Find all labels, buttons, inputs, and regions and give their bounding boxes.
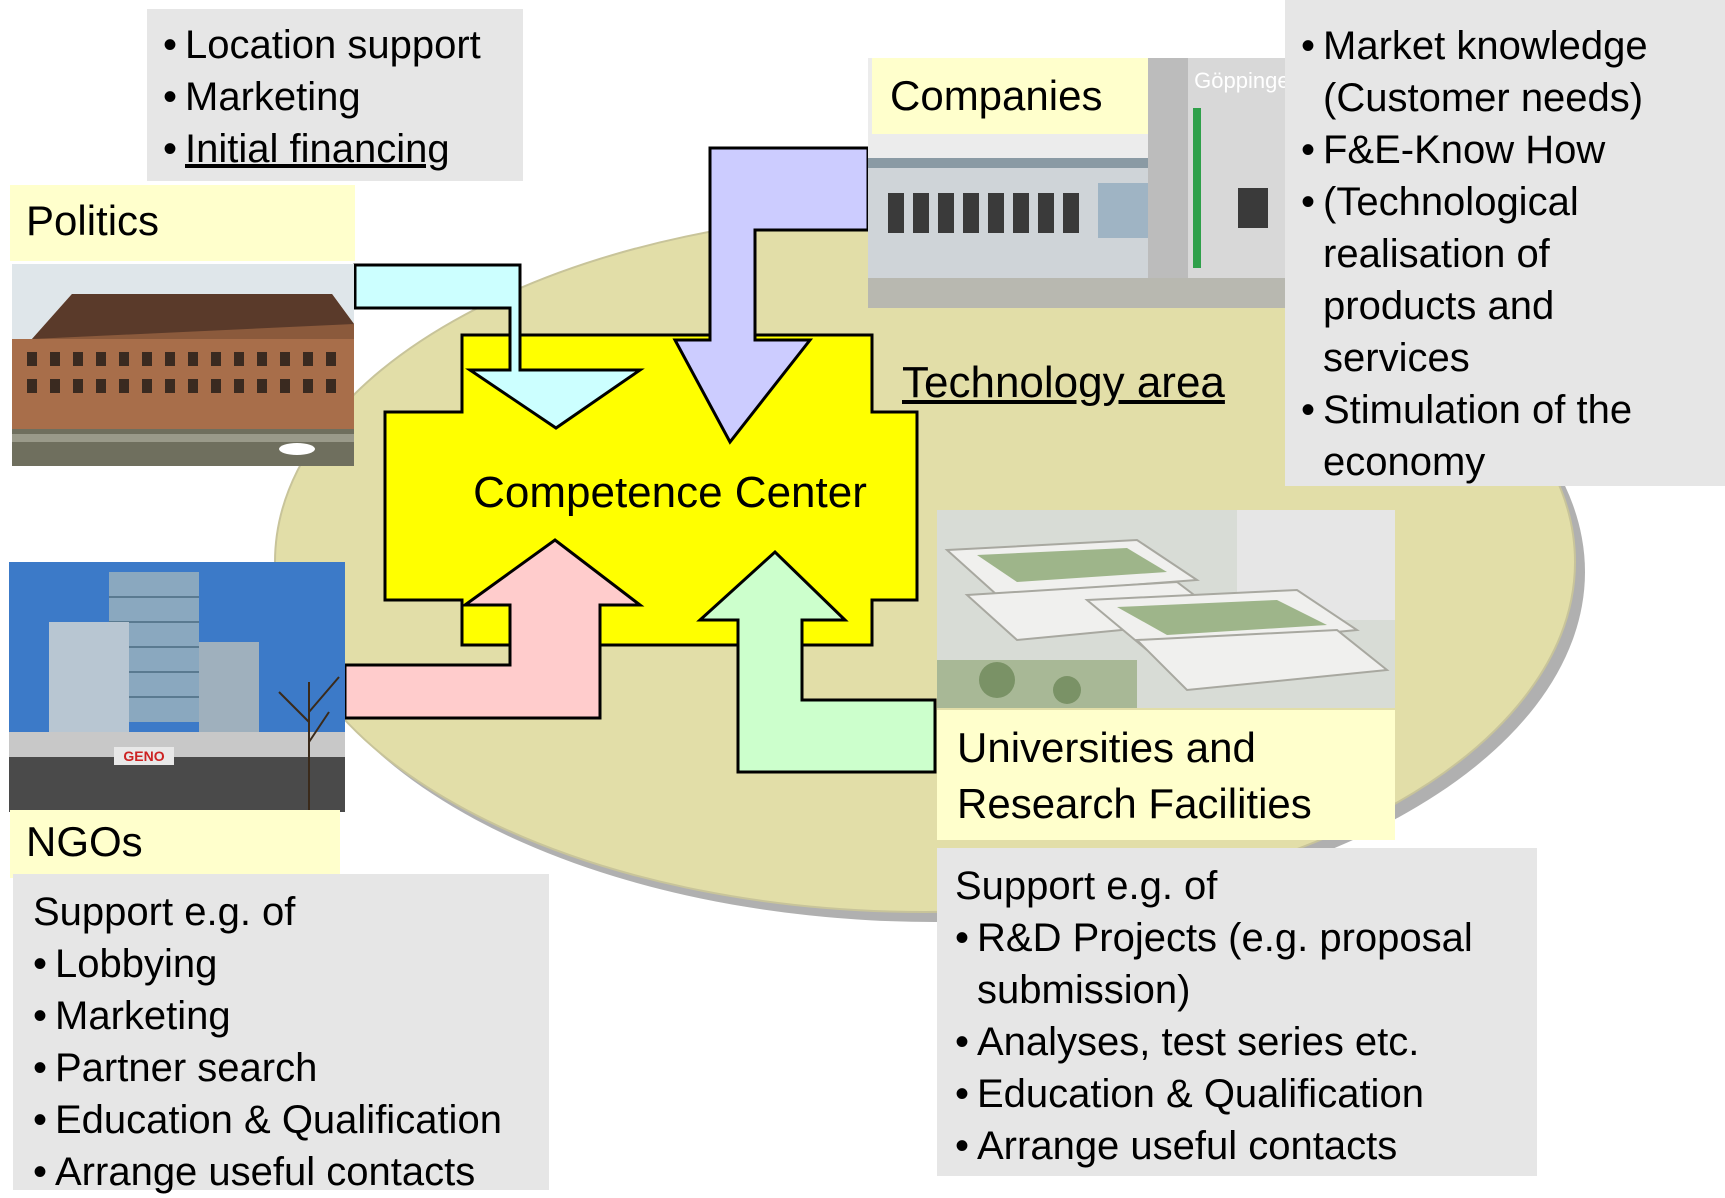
arrow-ngos — [343, 538, 645, 720]
politics-building-photo — [12, 264, 354, 466]
companies-item: Stimulation of the economy — [1301, 384, 1709, 488]
ngos-item: Partner search — [33, 1042, 529, 1094]
arrow-universities — [696, 549, 937, 774]
ngos-building-photo: GENO — [9, 562, 345, 812]
companies-item: (Technological realisation of products a… — [1301, 176, 1709, 384]
companies-benefits-box: Market knowledge (Customer needs) F&E-Kn… — [1285, 0, 1725, 486]
ngos-item: Education & Qualification — [33, 1094, 529, 1146]
universities-support-intro: Support e.g. of — [955, 864, 1218, 908]
ngos-support-intro: Support e.g. of — [33, 890, 296, 934]
ngos-item: Arrange useful contacts — [33, 1146, 529, 1198]
universities-label-line1: Universities and — [957, 724, 1256, 771]
companies-item: F&E-Know How — [1301, 124, 1709, 176]
companies-photo-sign: Göppingen — [1194, 68, 1302, 93]
universities-label-line2: Research Facilities — [957, 780, 1312, 827]
universities-item: Education & Qualification — [955, 1068, 1519, 1120]
ngos-photo-sign: GENO — [123, 748, 164, 764]
ngos-item: Marketing — [33, 990, 529, 1042]
politics-item: Initial financing — [163, 123, 507, 175]
universities-support-box: Support e.g. of R&D Projects (e.g. propo… — [937, 848, 1537, 1176]
universities-item: R&D Projects (e.g. proposal submission) — [955, 912, 1519, 1016]
universities-label: Universities and Research Facilities — [937, 710, 1395, 840]
universities-campus-photo — [937, 510, 1395, 708]
ngos-support-box: Support e.g. of Lobbying Marketing Partn… — [13, 874, 549, 1198]
politics-item: Location support — [163, 19, 507, 71]
companies-label: Companies — [872, 58, 1148, 134]
universities-item: Analyses, test series etc. — [955, 1016, 1519, 1068]
arrow-companies — [672, 146, 870, 445]
arrow-politics — [353, 263, 645, 430]
ngos-item: Lobbying — [33, 938, 529, 990]
companies-item: Market knowledge (Customer needs) — [1301, 20, 1709, 124]
politics-support-box: Location support Marketing Initial finan… — [147, 9, 523, 181]
ngos-label: NGOs — [10, 810, 340, 878]
universities-item: Arrange useful contacts — [955, 1120, 1519, 1172]
politics-label: Politics — [10, 185, 355, 261]
politics-item: Marketing — [163, 71, 507, 123]
technology-area-label: Technology area — [902, 358, 1225, 407]
competence-center-label: Competence Center — [473, 468, 867, 517]
